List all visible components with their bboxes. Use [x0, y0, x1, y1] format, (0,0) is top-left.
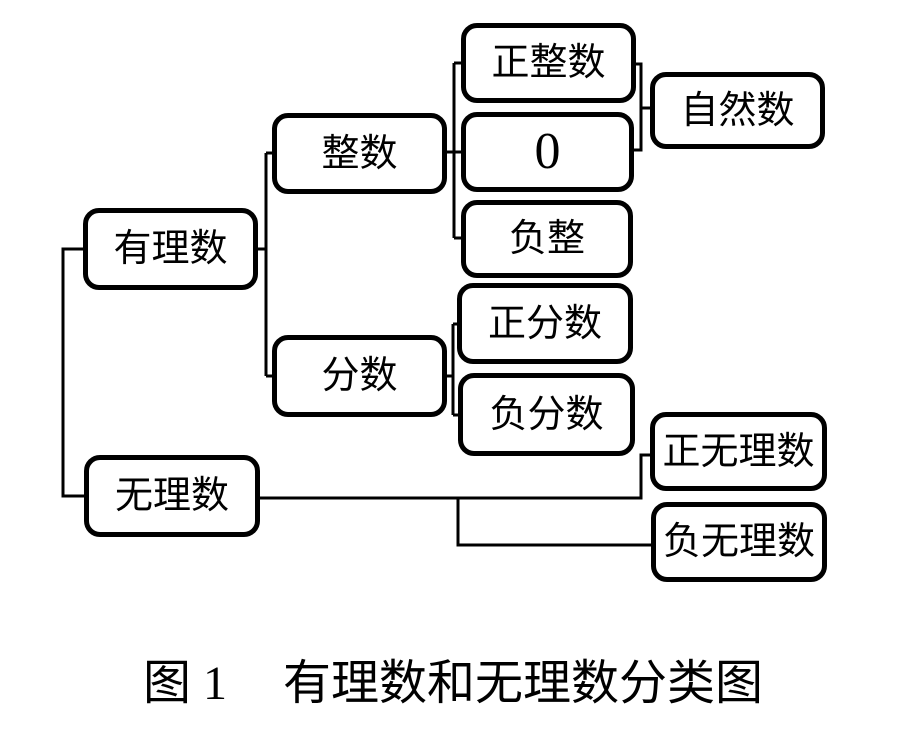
node-irrational-label: 无理数 [114, 475, 229, 517]
node-negative-fraction-label: 负分数 [489, 393, 604, 436]
node-negative-fraction: 负分数 [458, 373, 635, 456]
node-positive-fraction: 正分数 [457, 283, 633, 364]
edge-irrational-to-children [260, 453, 653, 547]
edge-integer-to-children [447, 61, 461, 240]
node-negative-irrational: 负无理数 [651, 502, 827, 582]
node-natural: 自然数 [650, 72, 825, 149]
node-irrational: 无理数 [84, 455, 260, 537]
node-integer-label: 整数 [321, 132, 398, 175]
node-fraction-label: 分数 [321, 355, 398, 397]
node-negative-irrational-label: 负无理数 [662, 521, 815, 563]
node-rational: 有理数 [83, 208, 258, 290]
node-zero: 0 [461, 112, 634, 192]
node-positive-fraction-label: 正分数 [487, 302, 602, 345]
figure-caption-title: 有理数和无理数分类图 [283, 657, 764, 710]
node-fraction: 分数 [272, 335, 447, 417]
edge-rational-to-integer-fraction [257, 151, 274, 378]
node-rational-label: 有理数 [113, 228, 228, 270]
node-positive-integer-label: 正整数 [491, 42, 606, 84]
node-positive-irrational-label: 正无理数 [662, 430, 815, 473]
node-natural-label: 自然数 [680, 89, 795, 132]
node-negative-integer-label: 负整 [508, 218, 585, 260]
figure-caption-number: 图 1 [142, 657, 227, 710]
node-positive-irrational: 正无理数 [650, 412, 827, 491]
node-integer: 整数 [272, 113, 447, 194]
edge-rational-left-bracket [61, 247, 86, 498]
edge-fraction-to-children [447, 322, 460, 417]
node-positive-integer: 正整数 [461, 23, 636, 103]
figure-caption: 图 1 有理数和无理数分类图 [0, 655, 906, 713]
node-negative-integer: 负整 [461, 200, 633, 278]
node-zero-label: 0 [534, 123, 561, 180]
